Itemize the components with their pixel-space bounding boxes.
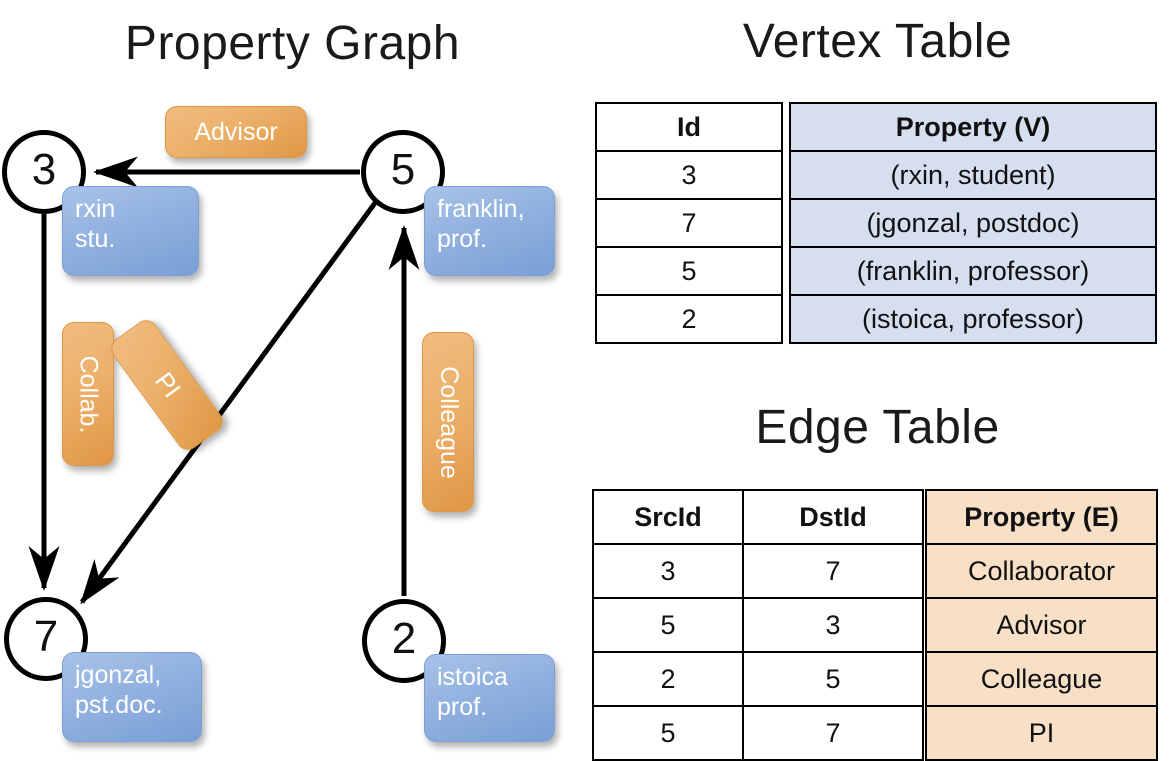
- table-row[interactable]: Advisor: [925, 597, 1158, 653]
- graph-node-7-label: 7: [33, 612, 59, 661]
- vertex-id-cell: 2: [595, 294, 783, 344]
- vertex-table-id-column: Id 3 7 5 2: [595, 102, 783, 344]
- page-title-edge-table: Edge Table: [755, 401, 1000, 454]
- edge-label-box-colleague: Colleague: [422, 332, 474, 512]
- node-property-line1: jgonzal,: [75, 661, 162, 689]
- table-row[interactable]: (jgonzal, postdoc): [789, 198, 1157, 248]
- edge-label-text-colleague: Colleague: [434, 365, 463, 479]
- table-row[interactable]: (rxin, student): [789, 150, 1157, 200]
- edge-label-box-advisor: Advisor: [165, 106, 307, 158]
- vertex-id-cell: 3: [595, 150, 783, 200]
- vertex-property-cell: (franklin, professor): [789, 246, 1157, 296]
- node-property-line1: istoica: [437, 663, 508, 691]
- vertex-table-header-property: Property (V): [789, 102, 1157, 152]
- edge-label-text-collab: Collab.: [74, 355, 103, 433]
- table-row[interactable]: (istoica, professor): [789, 294, 1157, 344]
- node-property-box-franklin: franklin, prof.: [424, 186, 555, 276]
- table-row[interactable]: 2 5: [592, 651, 924, 707]
- edge-property-cell: Collaborator: [925, 543, 1158, 599]
- graph-node-3-label: 3: [31, 145, 57, 194]
- table-row[interactable]: 3: [595, 150, 783, 200]
- edge-property-cell: Colleague: [925, 651, 1158, 707]
- table-row[interactable]: PI: [925, 705, 1158, 761]
- edge-line-pi: [79, 201, 378, 605]
- table-header-row: SrcId DstId: [592, 489, 924, 545]
- table-row[interactable]: 7: [595, 198, 783, 248]
- node-property-line1: rxin: [75, 195, 116, 223]
- table-row[interactable]: Colleague: [925, 651, 1158, 707]
- table-header-row: Id: [595, 102, 783, 152]
- edge-label-box-collab: Collab.: [62, 322, 114, 466]
- table-row[interactable]: 5: [595, 246, 783, 296]
- node-property-box-istoica: istoica prof.: [424, 654, 555, 742]
- edge-property-cell: PI: [925, 705, 1158, 761]
- edge-dstid-cell: 5: [742, 651, 924, 707]
- edge-dstid-cell: 7: [742, 543, 924, 599]
- node-property-line2: pst.doc.: [75, 690, 163, 719]
- property-graph-diagram: 3 5 7 2 rxin stu. franklin, prof. jgonza…: [0, 0, 585, 760]
- table-row[interactable]: Collaborator: [925, 543, 1158, 599]
- page-title-property-graph: Property Graph: [124, 17, 461, 70]
- vertex-id-cell: 5: [595, 246, 783, 296]
- table-header-row: Property (E): [925, 489, 1158, 545]
- edge-table-header-property: Property (E): [925, 489, 1158, 545]
- table-header-row: Property (V): [789, 102, 1157, 152]
- vertex-id-cell: 7: [595, 198, 783, 248]
- vertex-property-cell: (istoica, professor): [789, 294, 1157, 344]
- edge-srcid-cell: 5: [592, 597, 744, 653]
- table-row[interactable]: 3 7: [592, 543, 924, 599]
- node-property-line1: franklin,: [437, 195, 525, 223]
- vertex-table-property-column: Property (V) (rxin, student) (jgonzal, p…: [789, 102, 1157, 344]
- edge-table-id-columns: SrcId DstId 3 7 5 3 2 5 5 7: [592, 489, 924, 761]
- vertex-table-header-id: Id: [595, 102, 783, 152]
- vertex-property-cell: (jgonzal, postdoc): [789, 198, 1157, 248]
- edge-property-cell: Advisor: [925, 597, 1158, 653]
- edge-label-text-pi: PI: [149, 366, 186, 403]
- graph-edge-lines: [28, 156, 420, 605]
- node-property-line2: prof.: [437, 692, 488, 721]
- edge-label-text-advisor: Advisor: [194, 117, 278, 146]
- node-property-box-jgonzal: jgonzal, pst.doc.: [62, 652, 202, 742]
- node-property-line2: stu.: [75, 224, 116, 253]
- edge-table-header-dstid: DstId: [742, 489, 924, 545]
- table-row[interactable]: 2: [595, 294, 783, 344]
- graph-node-5-label: 5: [390, 145, 416, 194]
- edge-srcid-cell: 2: [592, 651, 744, 707]
- page-title-vertex-table: Vertex Table: [742, 15, 1013, 68]
- graph-node-2-label: 2: [391, 614, 417, 663]
- graph-node-2[interactable]: 2: [362, 599, 446, 683]
- edge-dstid-cell: 7: [742, 705, 924, 761]
- node-property-line2: prof.: [437, 224, 488, 253]
- edge-dstid-cell: 3: [742, 597, 924, 653]
- edge-table-property-column: Property (E) Collaborator Advisor Collea…: [925, 489, 1158, 761]
- edge-srcid-cell: 5: [592, 705, 744, 761]
- graph-node-5[interactable]: 5: [361, 130, 445, 214]
- table-row[interactable]: (franklin, professor): [789, 246, 1157, 296]
- table-row[interactable]: 5 3: [592, 597, 924, 653]
- node-property-box-rxin: rxin stu.: [62, 186, 199, 276]
- vertex-property-cell: (rxin, student): [789, 150, 1157, 200]
- edge-srcid-cell: 3: [592, 543, 744, 599]
- table-row[interactable]: 5 7: [592, 705, 924, 761]
- edge-table-header-srcid: SrcId: [592, 489, 744, 545]
